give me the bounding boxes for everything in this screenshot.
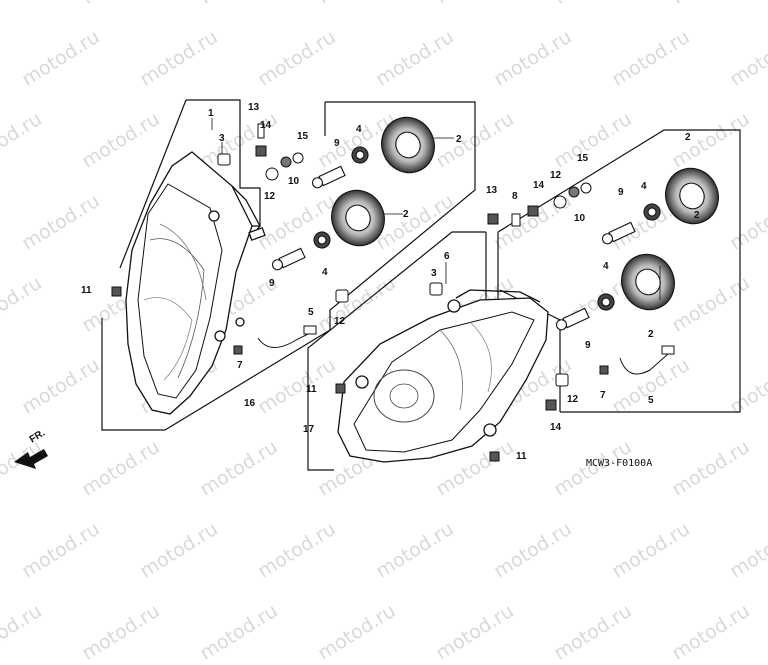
callout-number: 7 — [237, 360, 243, 371]
callout-number: 4 — [641, 181, 647, 192]
callout-number: 2 — [648, 329, 654, 340]
callout-number: 14 — [260, 120, 272, 131]
callout-number: 12 — [550, 170, 562, 181]
callout-number: 4 — [322, 267, 328, 278]
callout-number: 10 — [288, 176, 300, 187]
left-lower-bulb-assembly — [271, 189, 385, 271]
front-direction-arrow: FR. — [14, 428, 48, 469]
callout-number: 10 — [574, 213, 586, 224]
callout-number: 12 — [264, 191, 276, 202]
callout-number: 2 — [694, 210, 700, 221]
callout-number: 5 — [648, 395, 654, 406]
diagram-code: MCW3-F0100A — [586, 458, 652, 469]
front-direction-label: FR. — [28, 428, 48, 446]
callout-number: 2 — [456, 134, 462, 145]
callout-number: 9 — [269, 278, 275, 289]
left-assembly-bracket — [101, 99, 476, 431]
callout-number: 4 — [603, 261, 609, 272]
leader-lines — [211, 118, 661, 300]
callout-number: 17 — [303, 424, 315, 435]
callout-number: 12 — [567, 394, 579, 405]
callout-number: 9 — [618, 187, 624, 198]
watermark-text: motod.ru — [314, 599, 400, 665]
callout-number: 15 — [577, 153, 589, 164]
watermark-text: motod.ru — [196, 599, 282, 665]
callout-number: 7 — [600, 390, 606, 401]
watermark-text: motod.ru — [668, 599, 754, 665]
left-upper-bulb-assembly — [311, 116, 435, 189]
callout-number: 9 — [334, 138, 340, 149]
callout-number: 5 — [308, 307, 314, 318]
callout-number: 3 — [431, 268, 437, 279]
watermark-text: motod.ru — [550, 599, 636, 665]
headlight-exploded-diagram: FR. 131314159421012249115127166313814121… — [14, 99, 741, 471]
callout-number: 16 — [244, 398, 256, 409]
callout-number: 15 — [297, 131, 309, 142]
callout-number: 1 — [208, 108, 214, 119]
callout-number: 4 — [356, 124, 362, 135]
callout-number: 2 — [685, 132, 691, 143]
right-lower-bulb-assembly — [555, 253, 675, 331]
callout-number: 13 — [486, 185, 498, 196]
watermark-text: motod.ru — [0, 599, 46, 665]
watermark-text: motod.ru — [432, 599, 518, 665]
callout-number: 11 — [516, 451, 527, 462]
watermark-text: motod.ru — [78, 599, 164, 665]
callout-number: 11 — [306, 384, 317, 395]
callout-layer: 1313141594210122491151271663138141215102… — [81, 102, 700, 462]
callout-number: 12 — [334, 316, 346, 327]
left-headlight-housing — [125, 151, 266, 415]
right-upper-bulb-assembly — [601, 167, 719, 245]
callout-number: 14 — [550, 422, 562, 433]
callout-number: 14 — [533, 180, 545, 191]
small-hardware-parts — [111, 123, 675, 462]
right-headlight-housing — [337, 289, 549, 463]
callout-number: 11 — [81, 285, 92, 296]
callout-number: 9 — [585, 340, 591, 351]
callout-number: 13 — [248, 102, 260, 113]
callout-number: 8 — [512, 191, 518, 202]
callout-number: 3 — [219, 133, 225, 144]
callout-number: 2 — [403, 209, 409, 220]
callout-number: 6 — [444, 251, 450, 262]
